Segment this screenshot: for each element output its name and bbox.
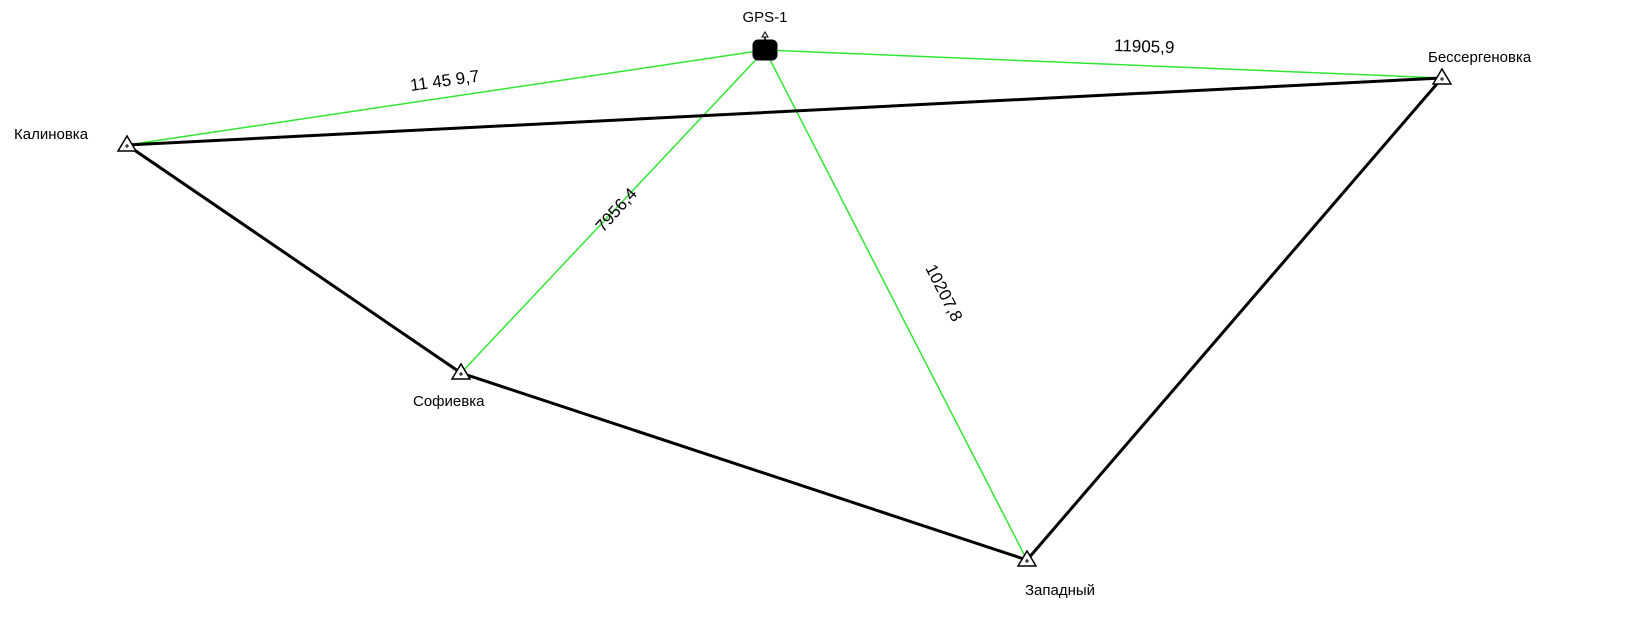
edge-kalinovka-bessergenovka xyxy=(125,76,1444,147)
network-edges xyxy=(125,76,1444,562)
distance-label-sofievka: 7956,4 xyxy=(592,184,641,235)
edge-kalinovka-sofievka xyxy=(125,143,463,375)
gps-label: GPS-1 xyxy=(742,9,787,26)
baseline-gps-zapadny xyxy=(764,49,1028,561)
stations xyxy=(116,67,1453,567)
distance-label-kalinovka: 11 45 9,7 xyxy=(409,66,481,95)
edge-zapadny-bessergenovka xyxy=(1025,76,1444,562)
triangulation-point-icon[interactable] xyxy=(116,134,138,152)
triangulation-point-icon[interactable] xyxy=(450,362,472,380)
distance-label-zapadny: 10207,8 xyxy=(921,261,966,324)
station-label-bessergenovka: Бессергеновка xyxy=(1428,49,1532,66)
edge-sofievka-zapadny xyxy=(459,371,1029,562)
baseline-gps-sofievka xyxy=(460,49,766,374)
triangulation-point-icon[interactable] xyxy=(1016,549,1038,567)
station-label-sofievka: Софиевка xyxy=(413,393,485,410)
gps-point: GPS-1 xyxy=(742,9,788,61)
baseline-gps-bessergenovka xyxy=(764,49,1443,79)
triangulation-point-icon[interactable] xyxy=(1431,67,1453,85)
gps-baselines xyxy=(126,49,1443,561)
gps-receiver-icon[interactable] xyxy=(752,31,778,61)
distance-labels: 11 45 9,7 11905,9 7956,4 10207,8 xyxy=(409,36,1175,325)
station-labels: Калиновка Бессергеновка Софиевка Западны… xyxy=(14,49,1532,599)
station-label-zapadny: Западный xyxy=(1025,582,1095,599)
station-label-kalinovka: Калиновка xyxy=(14,126,89,143)
baseline-gps-kalinovka xyxy=(126,49,766,146)
distance-label-bessergenovka: 11905,9 xyxy=(1114,36,1175,57)
